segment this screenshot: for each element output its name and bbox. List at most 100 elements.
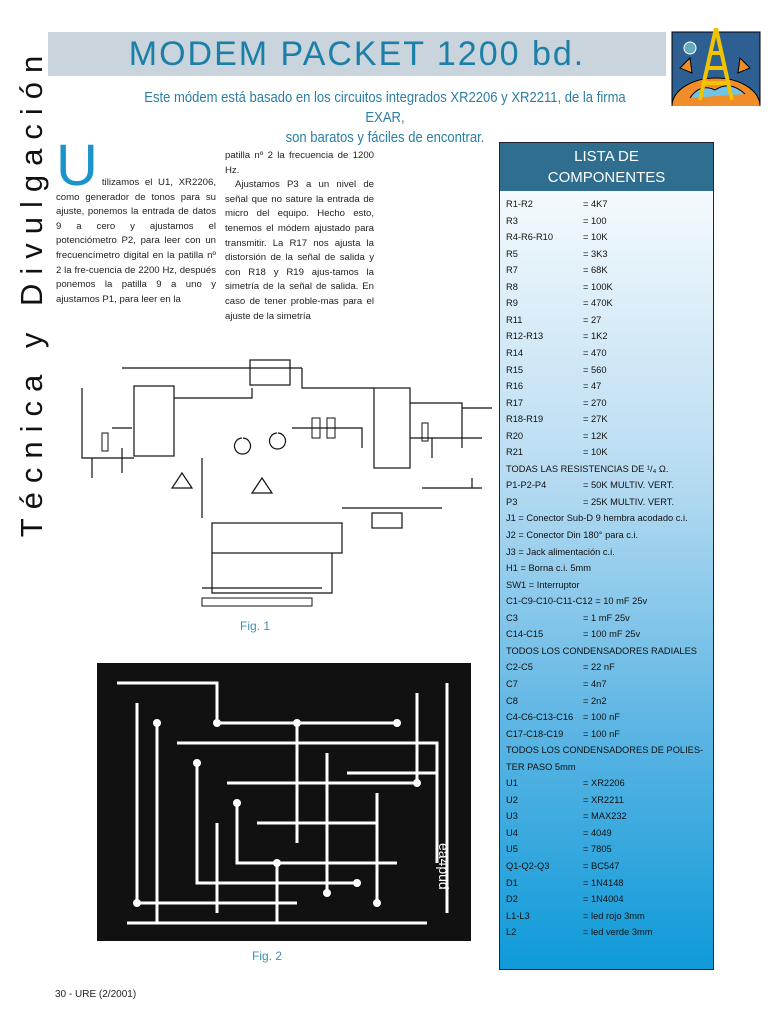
component-row: C3= 1 mF 25v [506,613,630,629]
component-ref: R14 [506,347,524,358]
component-value: = 270 [583,397,607,408]
component-value: = 27K [583,414,608,425]
component-row: R14 = 470 [506,348,607,364]
component-ref: SW1 = Interruptor [506,579,580,590]
component-value: = 10K [583,232,608,243]
component-ref: R12-R13 [506,331,544,342]
component-value: = 4049 [583,827,612,838]
component-ref: C14-C15 [506,629,544,640]
component-ref: P3 [506,496,518,507]
component-row: C2-C5 = 22 nF [506,662,615,678]
component-row: C1-C9-C10-C11-C12 = 10 mF 25v [506,596,647,612]
component-ref: U4 [506,827,518,838]
component-ref: C2-C5 [506,662,533,673]
component-value: = 470 [583,347,607,358]
component-row: TODAS LAS RESISTENCIAS DE ¹/₄ Ω. [506,464,668,480]
component-row: R7 = 68K [506,265,608,281]
component-value: = 27 [583,314,602,325]
component-list-title-1: LISTA DE [574,148,639,165]
component-row: TODOS LOS CONDENSADORES RADIALES [506,646,697,662]
component-value: = 47 [583,381,602,392]
component-row: C7= 4n7 [506,679,607,695]
component-value: = 470K [583,298,613,309]
component-ref: TODOS LOS CONDENSADORES DE POLIES- [506,745,704,756]
component-ref: D2 [506,894,518,905]
component-value: = 560 [583,364,607,375]
component-row: J3 = Jack alimentación c.i. [506,547,615,563]
component-ref: J3 = Jack alimentación c.i. [506,546,615,557]
component-ref: C1-C9-C10-C11-C12 = 10 mF 25v [506,596,648,607]
component-value: = XR2206 [583,778,625,789]
figure-1-caption: Fig. 1 [240,619,271,633]
component-value: = BC547 [583,861,620,871]
component-ref: U2 [506,794,518,805]
component-row: R4-R6-R10 = 10K [506,232,608,248]
component-row: J2 = Conector Din 180° para c.i. [506,530,638,546]
article-text-2a: patilla nº 2 la frecuencia de 1200 Hz. [225,150,374,176]
component-row: Q1-Q2-Q3 = BC547 [506,861,619,877]
component-row: R11 = 27 [506,315,601,331]
figure-2-caption: Fig. 2 [252,949,283,963]
component-row: U2 = XR2211 [506,795,624,811]
component-ref: R4-R6-R10 [506,232,554,243]
component-value: = 68K [583,265,608,276]
component-row: TODOS LOS CONDENSADORES DE POLIES- [506,745,703,761]
dropcap: U [56,133,98,198]
component-row: R17= 270 [506,398,607,414]
component-value: = 12K [583,430,608,441]
component-row: C17-C18-C19 = 100 nF [506,729,620,745]
component-row: U3= MAX232 [506,811,627,827]
component-row: R18-R19= 27K [506,414,608,430]
component-list-header: LISTA DE COMPONENTES [500,143,713,191]
component-row: U5= 7805 [506,844,612,860]
component-ref: H1 = Borna c.i. 5mm [506,563,591,574]
component-value: = 4K7 [583,199,608,209]
pcb-label: ea4pud [436,843,452,890]
component-row: L1-L3= led rojo 3mm [506,911,645,927]
component-ref: L2 [506,927,517,938]
component-row: TER PASO 5mm [506,762,576,778]
component-row: R5= 3K3 [506,249,608,265]
component-ref: C17-C18-C19 [506,728,564,739]
component-row: R15= 560 [506,365,607,381]
component-value: = 100 nF [583,728,620,739]
page-footer: 30 - URE (2/2001) [55,989,137,1000]
component-value: = led verde 3mm [583,927,653,938]
component-list-title-2: COMPONENTES [547,169,666,186]
component-value: = 4n7 [583,678,607,689]
component-row: R3= 100 [506,216,607,232]
component-value: = 50K MULTIV. VERT. [583,480,675,491]
component-row: R12-R13= 1K2 [506,331,608,347]
component-ref: R7 [506,265,518,276]
article-column-2: patilla nº 2 la frecuencia de 1200 Hz.Aj… [225,149,374,324]
article-text-1: tilizamos el U1, XR2206, como generador … [56,177,216,305]
component-value: = 22 nF [583,662,615,673]
component-row: J1 = Conector Sub-D 9 hembra acodado c.i… [506,513,688,529]
pcb-layout: ea4pud [97,663,471,941]
component-row: D2 = 1N4004 [506,894,624,910]
component-row: C14-C15= 100 mF 25v [506,629,640,645]
component-row: R8 = 100K [506,282,613,298]
component-value: = 100 [583,215,607,226]
component-ref: Q1-Q2-Q3 [506,861,550,871]
component-ref: U5 [506,844,518,855]
component-value: = 100K [583,281,613,292]
component-value: = XR2211 [583,794,624,805]
component-ref: P1-P2-P4 [506,480,547,491]
component-ref: R5 [506,248,518,259]
component-ref: R8 [506,281,518,292]
component-row: R21= 10K [506,447,608,463]
subtitle-line-2: son baratos y fáciles de encontrar. [285,130,485,146]
component-ref: TODOS LOS CONDENSADORES RADIALES [506,645,697,656]
component-ref: R16 [506,381,524,392]
section-vertical-title: Técnica y Divulgación [14,46,49,538]
page-title: MODEM PACKET 1200 bd. [128,35,586,73]
component-ref: R11 [506,314,523,325]
component-ref: R20 [506,430,524,441]
component-row: R9= 470K [506,298,613,314]
component-value: = 1N4004 [583,894,624,905]
component-value: = 25K MULTIV. VERT. [583,496,675,507]
component-row: H1 = Borna c.i. 5mm [506,563,591,579]
